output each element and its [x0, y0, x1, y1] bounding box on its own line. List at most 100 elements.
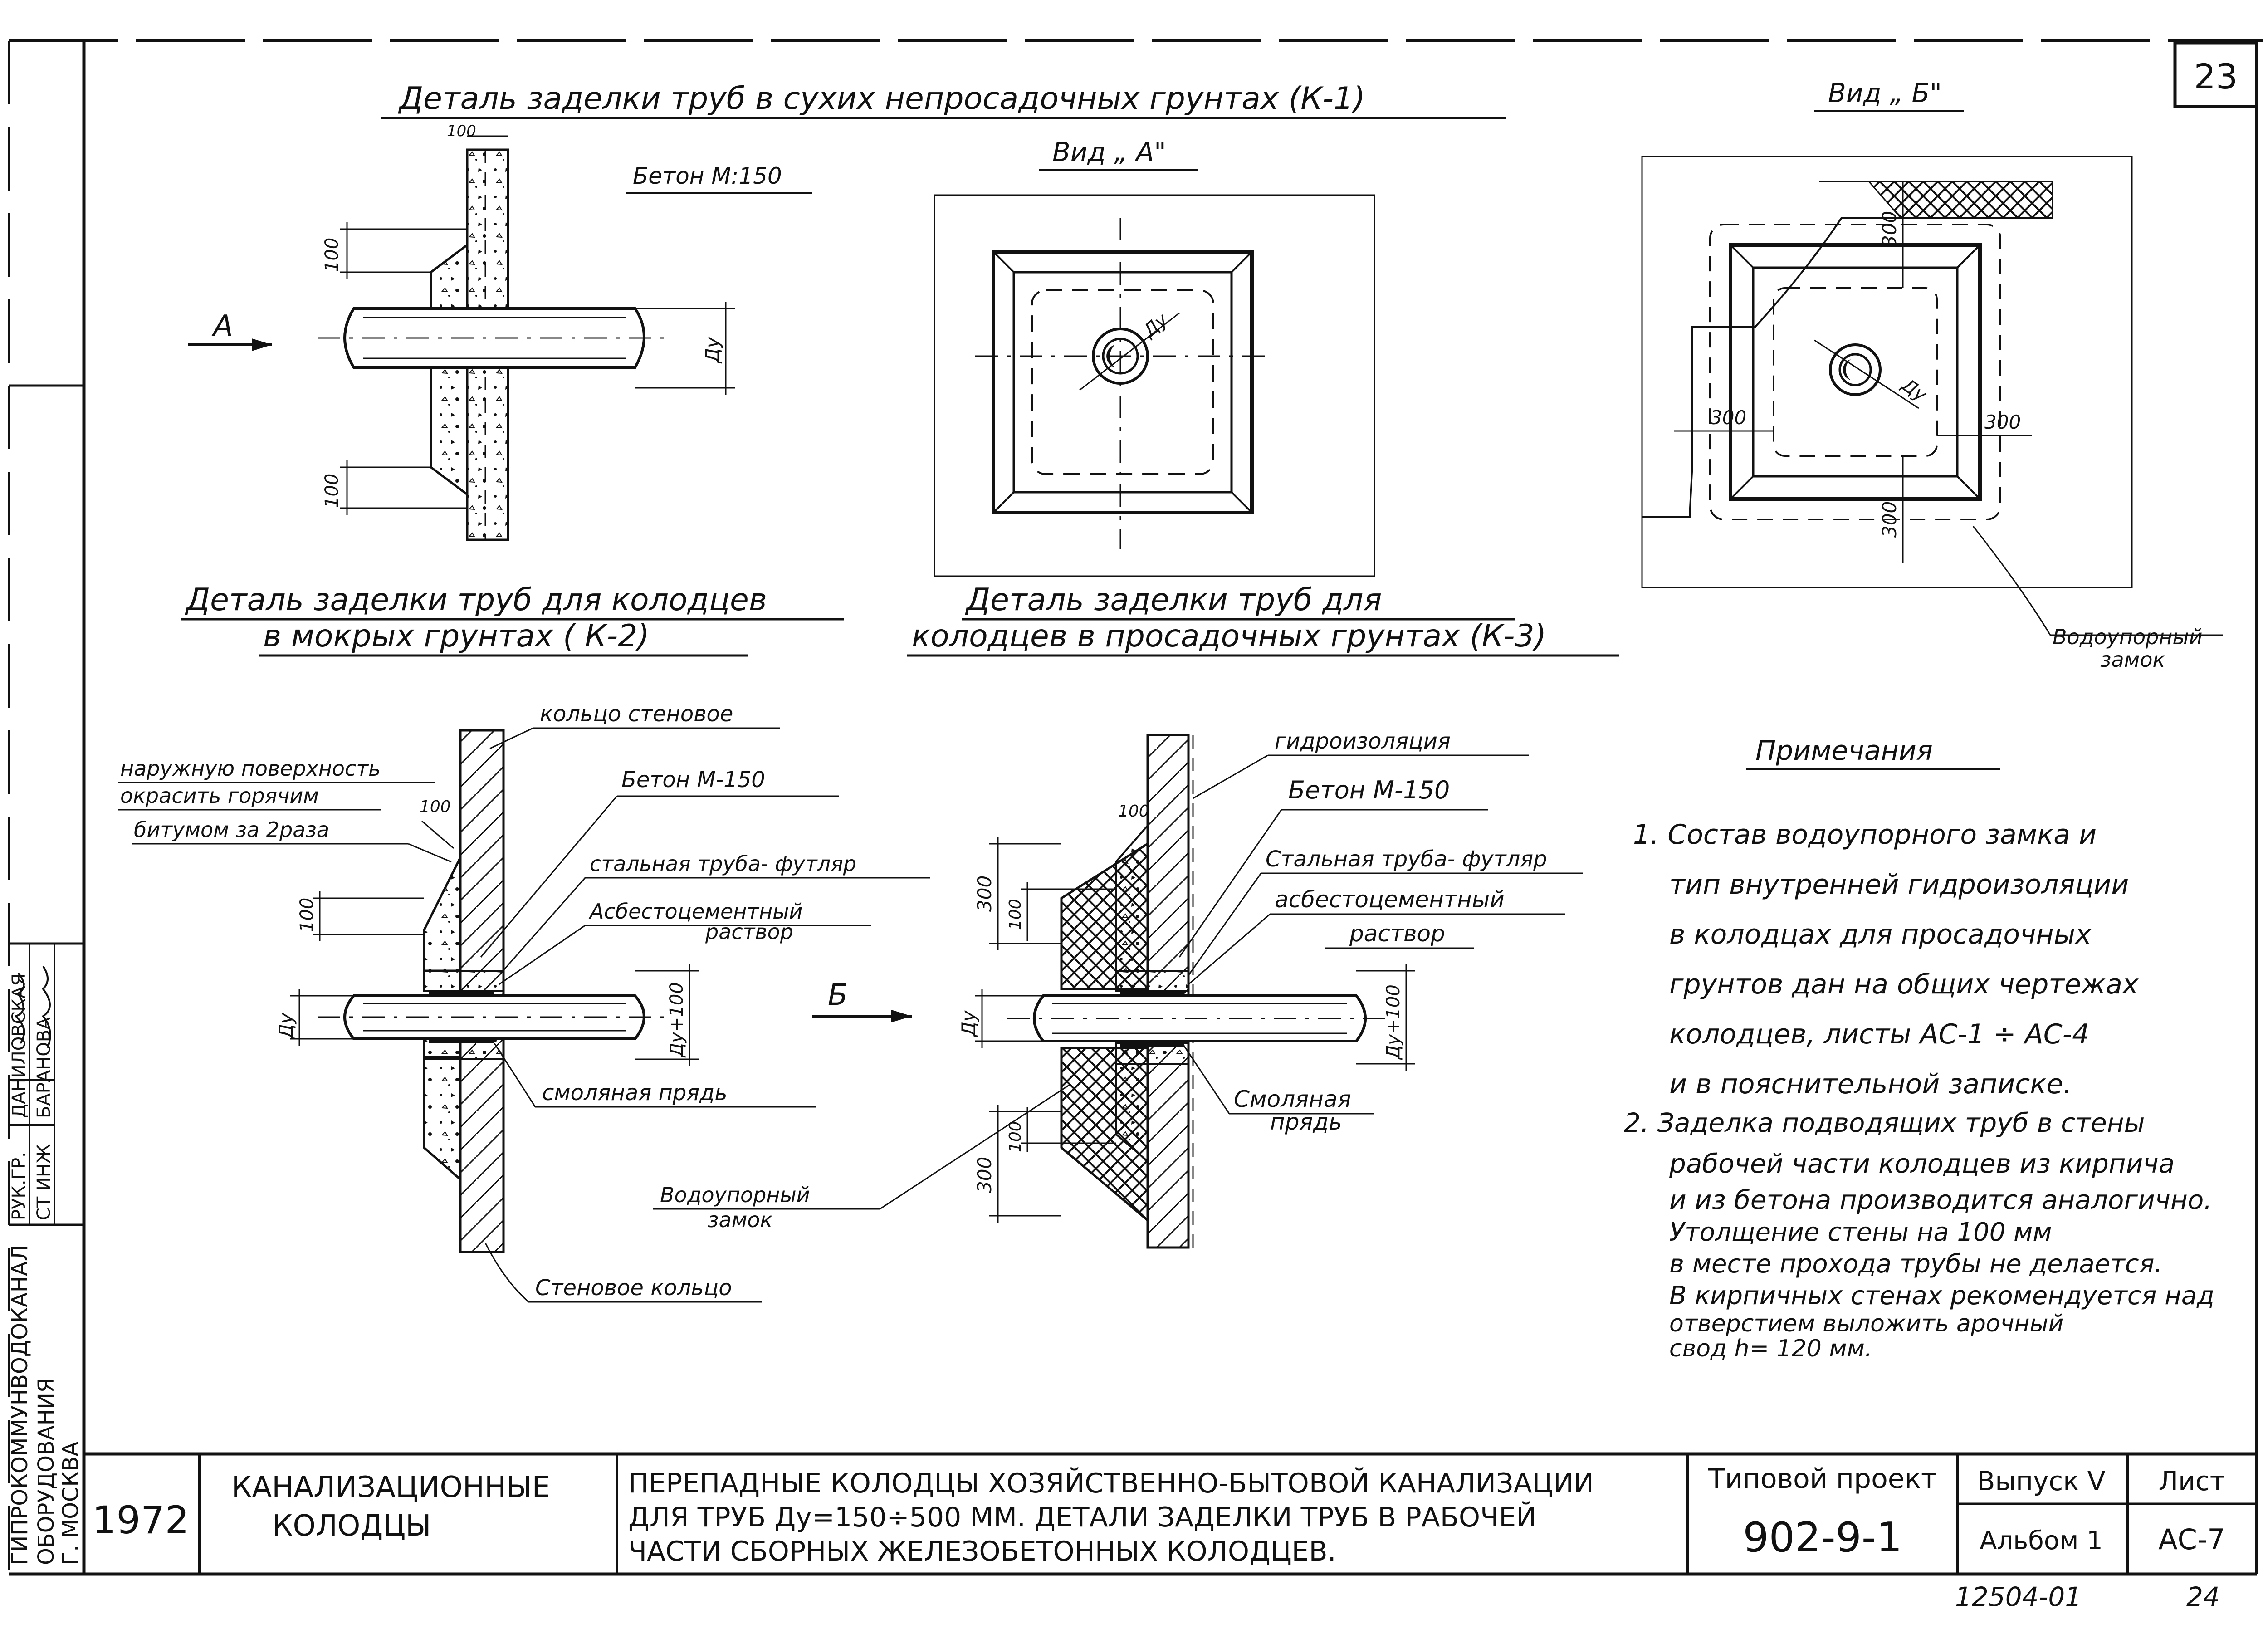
label-vodoupor-view-b-2: замок	[2100, 647, 2165, 672]
note-line: тип внутренней гидроизоляции	[1669, 869, 2129, 900]
label-k3-asb-2: раствор	[1349, 920, 1445, 947]
title-k3-line2: колодцев в просадочных грунтах (К-3)	[912, 618, 1546, 654]
note-line: колодцев, листы АС-1 ÷ АС-4	[1669, 1018, 2089, 1050]
note-line: и в пояснительной записке.	[1669, 1068, 2072, 1100]
label-k2-steel: стальная труба- футляр	[590, 851, 856, 876]
note-line: и из бетона производится аналогично.	[1669, 1184, 2212, 1215]
title-view-b: Вид „ Б"	[1828, 78, 1942, 108]
note-line: 2. Заделка подводящих труб в стены	[1624, 1107, 2145, 1138]
dim-du100-k2: Ду+100	[666, 982, 687, 1058]
title-block: 1972 КАНАЛИЗАЦИОННЫЕ КОЛОДЦЫ ПЕРЕПАДНЫЕ …	[9, 1452, 2257, 1576]
tb-sheet-label: Лист	[2159, 1466, 2225, 1497]
arrow-b-label: Б	[828, 978, 848, 1012]
section-titles: Деталь заделки труб для колодцев в мокры…	[181, 582, 1619, 657]
detail-k3: Б Ду Ду+100 300 100 300 100 100 гидроизо…	[812, 729, 1583, 1249]
tb-category-1: КАНАЛИЗАЦИОННЫЕ	[231, 1471, 550, 1504]
title-k3-line1: Деталь заделки труб для	[965, 582, 1382, 618]
tb-project-label: Типовой проект	[1708, 1463, 1937, 1495]
notes: Примечания 1. Состав водоупорного замка …	[1624, 735, 2214, 1362]
stamp-name-1: ДАНИЛОВСКАЯ	[9, 974, 29, 1118]
label-k3-asb-1: асбестоцементный	[1275, 886, 1505, 913]
dim-du-k1: Ду	[701, 336, 723, 364]
note-line: рабочей части колодцев из кирпича	[1669, 1148, 2175, 1179]
label-k2-asb-1: Асбестоцементный	[588, 899, 802, 924]
label-k3-hydro: гидроизоляция	[1275, 729, 1451, 754]
note-line: грунтов дан на общих чертежах	[1669, 969, 2139, 1000]
dim-100-top: 100	[322, 238, 342, 272]
label-k3-smol-1: Смоляная	[1234, 1086, 1351, 1112]
stamp-name-2: БАРАНОВА	[34, 1017, 54, 1118]
stamp-org-2: ОБОРУДОВАНИЯ	[34, 1378, 59, 1565]
signature-2	[42, 965, 51, 1048]
dim-100-wall: 100	[447, 122, 476, 140]
tb-sheet-code: АС-7	[2158, 1523, 2225, 1556]
archive-number: 12504-01	[1955, 1581, 2082, 1612]
note-line: отверстием выложить арочный	[1669, 1310, 2063, 1337]
note-line: В кирпичных стенах рекомендуется над	[1669, 1281, 2214, 1311]
title-k2-line1: Деталь заделки труб для колодцев	[185, 582, 767, 618]
label-k2-ring: кольцо стеновое	[540, 701, 733, 727]
label-k2-paint-3: битумом за 2раза	[134, 817, 329, 842]
label-vodoupor-middle: Водоупорный замок	[653, 1083, 1071, 1232]
stamp-org-1: ГИПРОКОММУНВОДОКАНАЛ	[7, 1245, 33, 1565]
title-k1: Деталь заделки труб в сухих непросадочны…	[398, 81, 1365, 117]
dim-300-top: 300	[1878, 211, 1901, 247]
label-k3-beton: Бетон М-150	[1288, 776, 1450, 804]
tb-desc-3: ЧАСТИ СБОРНЫХ ЖЕЛЕЗОБЕТОННЫХ КОЛОДЦЕВ.	[628, 1536, 1336, 1567]
label-k2-paint-1: наружную поверхность	[120, 756, 381, 781]
label-vodoupor-mid-2: замок	[708, 1208, 772, 1232]
dim-300-bottom: 300	[1878, 501, 1901, 538]
title-k2-line2: в мокрых грунтах ( К-2)	[263, 618, 650, 654]
label-k3-smol-2: прядь	[1270, 1109, 1342, 1135]
dim-300-k3-top: 300	[973, 876, 996, 912]
dim-100-bottom: 100	[322, 474, 342, 508]
note-line: в месте прохода трубы не делается.	[1669, 1249, 2162, 1279]
label-k2-paint-2: окрасить горячим	[120, 783, 319, 808]
footer: 12504-01 24	[1955, 1581, 2220, 1612]
dim-300-k3-bottom: 300	[973, 1157, 996, 1193]
label-vodoupor-view-b-1: Водоупорный	[2053, 625, 2203, 649]
tb-category-2: КОЛОДЦЫ	[272, 1509, 431, 1543]
tb-album: Альбом 1	[1980, 1526, 2103, 1556]
view-b: Вид „ Б" Ду 300 300 300 300 Водоупорный …	[1641, 78, 2223, 672]
detail-k1: Деталь заделки труб в сухих непросадочны…	[188, 81, 1506, 541]
footer-page: 24	[2186, 1581, 2220, 1612]
tb-project-number: 902-9-1	[1743, 1514, 1902, 1561]
label-beton-k1: Бетон М:150	[633, 163, 782, 189]
stamp-role-2: СТ ИНЖ	[34, 1144, 54, 1220]
tb-desc-1: ПЕРЕПАДНЫЕ КОЛОДЦЫ ХОЗЯЙСТВЕННО-БЫТОВОЙ …	[628, 1467, 1594, 1499]
signature-1	[14, 972, 25, 1044]
dim-300-right: 300	[1984, 411, 2021, 433]
arrow-a-label: А	[211, 309, 233, 343]
dim-du-view-a: Ду	[1139, 309, 1172, 342]
label-k2-smol: смоляная прядь	[542, 1080, 728, 1106]
dim-100-k3-top: 100	[1006, 899, 1025, 930]
detail-k2: Ду Ду+100 100 100 кольцо стеновое наружн…	[118, 701, 930, 1303]
note-line: Утолщение стены на 100 мм	[1669, 1218, 2052, 1247]
stamp-role-1: РУК.ГР.	[9, 1152, 29, 1220]
dim-300-left: 300	[1710, 406, 1746, 429]
sheet-frame: 23	[8, 39, 2263, 1574]
tb-issue-label: Выпуск Ⅴ	[1977, 1466, 2106, 1497]
dim-100-k3-wall: 100	[1118, 802, 1149, 821]
dim-100-k3-bottom: 100	[1006, 1121, 1025, 1152]
label-k2-asb-2: раствор	[705, 920, 793, 944]
dim-du100-k3: Ду+100	[1383, 984, 1404, 1060]
label-k3-steel: Стальная труба- футляр	[1266, 846, 1547, 872]
dim-du-view-b: Ду	[1897, 374, 1931, 406]
dim-du-k2: Ду	[275, 1012, 297, 1040]
label-k2-beton: Бетон М-150	[621, 767, 765, 793]
side-stamp: РУК.ГР. СТ ИНЖ ДАНИЛОВСКАЯ БАРАНОВА ГИПР…	[7, 384, 84, 1565]
notes-title: Примечания	[1755, 735, 1933, 767]
tb-desc-2: ДЛЯ ТРУБ Ду=150÷500 ММ. ДЕТАЛИ ЗАДЕЛКИ Т…	[628, 1501, 1536, 1533]
dim-100-k2-wall: 100	[420, 797, 451, 816]
label-k2-ring-bottom: Стеновое кольцо	[535, 1275, 732, 1301]
view-a: Вид „ А" Ду	[934, 137, 1375, 577]
note-line: свод h= 120 мм.	[1669, 1335, 1872, 1362]
dim-du-k3: Ду	[958, 1010, 980, 1037]
label-vodoupor-mid-1: Водоупорный	[660, 1183, 810, 1207]
stamp-org-3: Г. МОСКВА	[58, 1441, 83, 1565]
note-line: 1. Состав водоупорного замка и	[1633, 819, 2097, 851]
title-view-a: Вид „ А"	[1052, 137, 1166, 167]
